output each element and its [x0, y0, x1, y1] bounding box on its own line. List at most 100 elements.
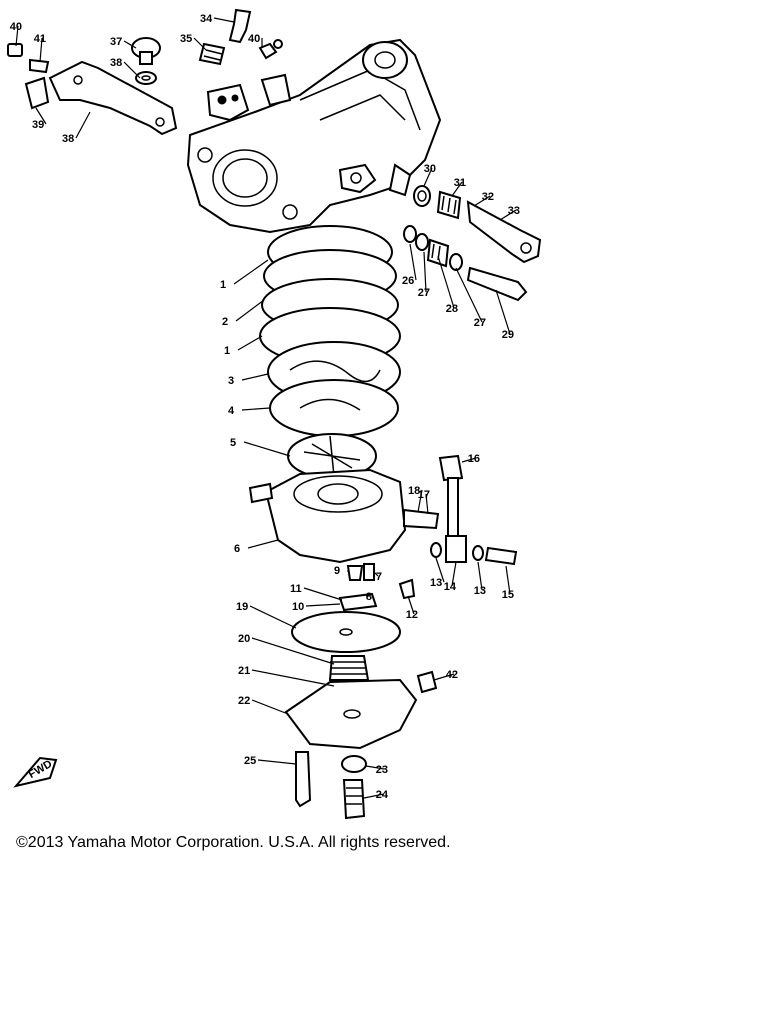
callout-leader-line: [15, 25, 19, 47]
callout-number: 6: [234, 543, 240, 555]
callout-leader-line: [461, 457, 477, 463]
callout-number: 30: [424, 163, 436, 175]
callout-leader-line: [409, 243, 417, 281]
callout-number: 3: [228, 375, 234, 387]
callout-leader-line: [435, 557, 445, 583]
callout-number: 2: [222, 316, 228, 328]
throttle-lever-bracket: [7, 8, 283, 136]
callout-leader-line: [235, 299, 265, 322]
callout-leader-line: [35, 107, 47, 125]
callout-number: 38: [62, 133, 74, 145]
callout-number: 1: [220, 279, 226, 291]
callout-number: 11: [290, 583, 302, 595]
carburetor-exploded-view: FWD 404139383738353440303132332627282729…: [7, 8, 542, 820]
callout-number: 39: [32, 119, 44, 131]
callout-leader-line: [417, 489, 423, 513]
callout-number: 26: [402, 275, 414, 287]
callout-number: 13: [430, 577, 442, 589]
callout-number: 20: [238, 633, 250, 645]
callout-leader-line: [233, 259, 269, 285]
callout-labels: 4041393837383534403031323326272827291213…: [10, 13, 520, 801]
callout-leader-line: [241, 373, 269, 381]
callout-number: 17: [418, 489, 430, 501]
callout-number: 13: [474, 585, 486, 597]
callout-leader-line: [251, 669, 335, 687]
callout-leader-line: [433, 673, 455, 681]
callout-leader-line: [39, 37, 43, 63]
callout-number: 9: [334, 565, 340, 577]
callout-leader-line: [451, 561, 457, 587]
callout-number: 18: [408, 485, 420, 497]
callout-leader-line: [473, 195, 491, 207]
callout-number: 14: [444, 581, 457, 593]
copyright-notice: ©2013 Yamaha Motor Corporation. U.S.A. A…: [16, 834, 451, 851]
callout-leader-line: [365, 765, 385, 770]
callout-number: 37: [110, 36, 122, 48]
callout-number: 33: [508, 205, 520, 217]
callout-number: 38: [110, 57, 122, 69]
callout-number: 28: [446, 303, 458, 315]
callout-leader-line: [455, 267, 483, 323]
callout-leader-line: [425, 493, 429, 515]
callout-number: 27: [474, 317, 486, 329]
callout-leader-line: [423, 251, 427, 293]
callout-leader-line: [257, 759, 297, 765]
forward-direction-arrow: FWD: [13, 756, 58, 788]
callout-number: 27: [418, 287, 430, 299]
callout-number: 15: [502, 589, 514, 601]
callout-leader-line: [123, 40, 137, 49]
callout-leader-line: [251, 637, 335, 665]
callout-number: 16: [468, 453, 480, 465]
callout-leader-line: [305, 603, 341, 607]
callout-leader-line: [363, 793, 385, 799]
callout-leader-line: [247, 539, 279, 549]
callout-leader-line: [249, 605, 297, 629]
callout-leader-line: [477, 561, 483, 591]
carburetor-body: [186, 38, 442, 234]
callout-number: 25: [244, 755, 256, 767]
pump-body: [248, 454, 518, 612]
callout-number: 32: [482, 191, 494, 203]
pump-cover-assembly: [284, 611, 438, 820]
callout-leader-line: [237, 335, 263, 351]
callout-leader-line: [437, 255, 455, 309]
diaphragm-stack: [259, 225, 401, 479]
callout-leader-line: [213, 17, 235, 23]
callout-leader-line: [505, 565, 511, 595]
callout-number: 19: [236, 601, 248, 613]
callout-leader-line: [123, 61, 141, 79]
callout-leader-line: [499, 209, 517, 221]
callout-number: 4: [228, 405, 235, 417]
callout-leader-line: [423, 167, 433, 187]
callout-leader-line: [241, 407, 271, 411]
callout-number: 1: [224, 345, 230, 357]
callout-number: 34: [200, 13, 213, 25]
callout-number: 31: [454, 177, 466, 189]
callout-number: 35: [180, 33, 192, 45]
callout-number: 5: [230, 437, 236, 449]
callout-leader-line: [75, 111, 91, 139]
callout-leader-line: [451, 181, 463, 197]
callout-number: 10: [292, 601, 304, 613]
callout-number: 23: [376, 764, 388, 776]
mixture-screws: [403, 185, 542, 302]
callout-number: 41: [34, 33, 46, 45]
callout-number: 7: [376, 571, 382, 583]
callout-number: 29: [502, 329, 514, 341]
callout-leader-line: [303, 587, 343, 601]
callout-number: 22: [238, 695, 250, 707]
callout-leader-line: [373, 571, 379, 577]
callout-number: 40: [248, 33, 260, 45]
callout-leader-line: [193, 37, 207, 51]
callout-number: 40: [10, 21, 22, 33]
callout-leader-line: [243, 441, 291, 457]
callout-number: 12: [406, 609, 418, 621]
callout-number: 42: [446, 669, 458, 681]
callout-leader-line: [251, 699, 289, 715]
callout-number: 24: [376, 789, 389, 801]
callout-leader-line: [495, 289, 511, 335]
callout-number: 21: [238, 665, 250, 677]
callout-number: 8: [366, 591, 372, 603]
callout-leader-line: [407, 595, 415, 615]
